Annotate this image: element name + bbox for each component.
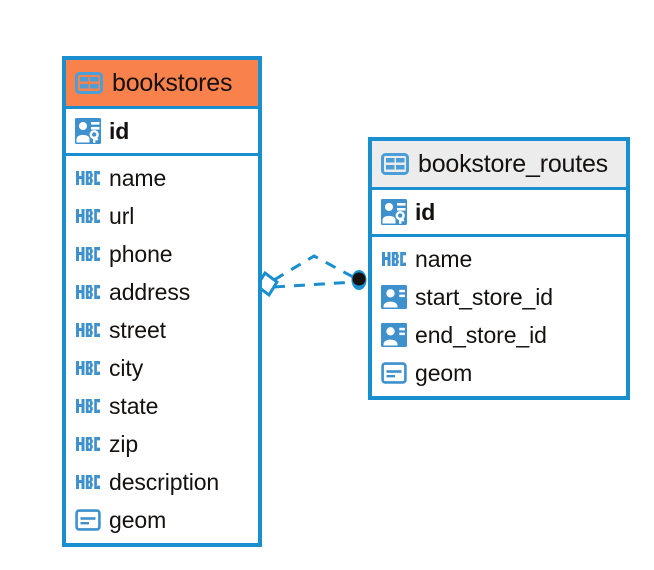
- table-icon: [381, 153, 409, 175]
- field-label: name: [109, 164, 167, 191]
- text-abc-icon: [76, 285, 100, 299]
- relationship-line-straight: [273, 280, 355, 289]
- geometry-icon: [75, 509, 101, 531]
- primary-key-section: id: [372, 187, 626, 237]
- field-list-bookstores: name url phone: [66, 156, 258, 543]
- field-row-geom[interactable]: geom: [66, 501, 258, 539]
- field-row-id[interactable]: id: [372, 190, 626, 234]
- text-abc-icon: [76, 475, 100, 489]
- field-row-id[interactable]: id: [66, 109, 258, 153]
- text-abc-icon: [76, 399, 100, 413]
- field-row-name[interactable]: name: [66, 159, 258, 197]
- entity-bookstores[interactable]: bookstores id: [62, 56, 262, 547]
- field-list-bookstore-routes: name start_store_id: [372, 237, 626, 396]
- field-row-address[interactable]: address: [66, 273, 258, 311]
- primary-key-icon: [381, 199, 407, 225]
- field-label: address: [109, 278, 191, 305]
- field-label: city: [109, 354, 144, 381]
- field-row-name[interactable]: name: [372, 240, 626, 278]
- foreign-key-icon: [381, 285, 407, 309]
- entity-header-bookstore-routes[interactable]: bookstore_routes: [372, 141, 626, 187]
- field-row-description[interactable]: description: [66, 463, 258, 501]
- field-label: zip: [109, 430, 139, 457]
- table-icon: [75, 72, 103, 94]
- primary-key-icon: [75, 118, 101, 144]
- field-row-street[interactable]: street: [66, 311, 258, 349]
- field-label: phone: [109, 240, 173, 267]
- foreign-key-icon: [381, 323, 407, 347]
- relationship-connector[interactable]: [252, 240, 382, 320]
- field-label: url: [109, 202, 135, 229]
- primary-key-section: id: [66, 106, 258, 156]
- entity-bookstore-routes[interactable]: bookstore_routes id: [368, 137, 630, 400]
- entity-header-bookstores[interactable]: bookstores: [66, 60, 258, 106]
- field-row-url[interactable]: url: [66, 197, 258, 235]
- field-row-phone[interactable]: phone: [66, 235, 258, 273]
- field-label: street: [109, 316, 166, 343]
- text-abc-icon: [76, 171, 100, 185]
- field-label: description: [109, 468, 220, 495]
- field-label: geom: [109, 506, 167, 533]
- field-row-zip[interactable]: zip: [66, 425, 258, 463]
- field-row-city[interactable]: city: [66, 349, 258, 387]
- field-row-end-store-id[interactable]: end_store_id: [372, 316, 626, 354]
- entity-title: bookstore_routes: [418, 149, 608, 178]
- geometry-icon: [381, 362, 407, 384]
- text-abc-icon: [76, 437, 100, 451]
- field-row-state[interactable]: state: [66, 387, 258, 425]
- text-abc-icon: [76, 247, 100, 261]
- field-label: id: [109, 117, 130, 144]
- field-row-start-store-id[interactable]: start_store_id: [372, 278, 626, 316]
- field-label: name: [415, 245, 473, 272]
- field-row-geom[interactable]: geom: [372, 354, 626, 392]
- filled-circle-marker: [351, 270, 367, 290]
- field-label: start_store_id: [415, 283, 553, 310]
- text-abc-icon: [76, 361, 100, 375]
- entity-title: bookstores: [112, 68, 233, 97]
- field-label: state: [109, 392, 159, 419]
- relationship-line-arc: [273, 254, 356, 282]
- text-abc-icon: [76, 323, 100, 337]
- text-abc-icon: [382, 252, 406, 266]
- field-label: geom: [415, 359, 473, 386]
- field-label: id: [415, 198, 436, 225]
- text-abc-icon: [76, 209, 100, 223]
- field-label: end_store_id: [415, 321, 547, 348]
